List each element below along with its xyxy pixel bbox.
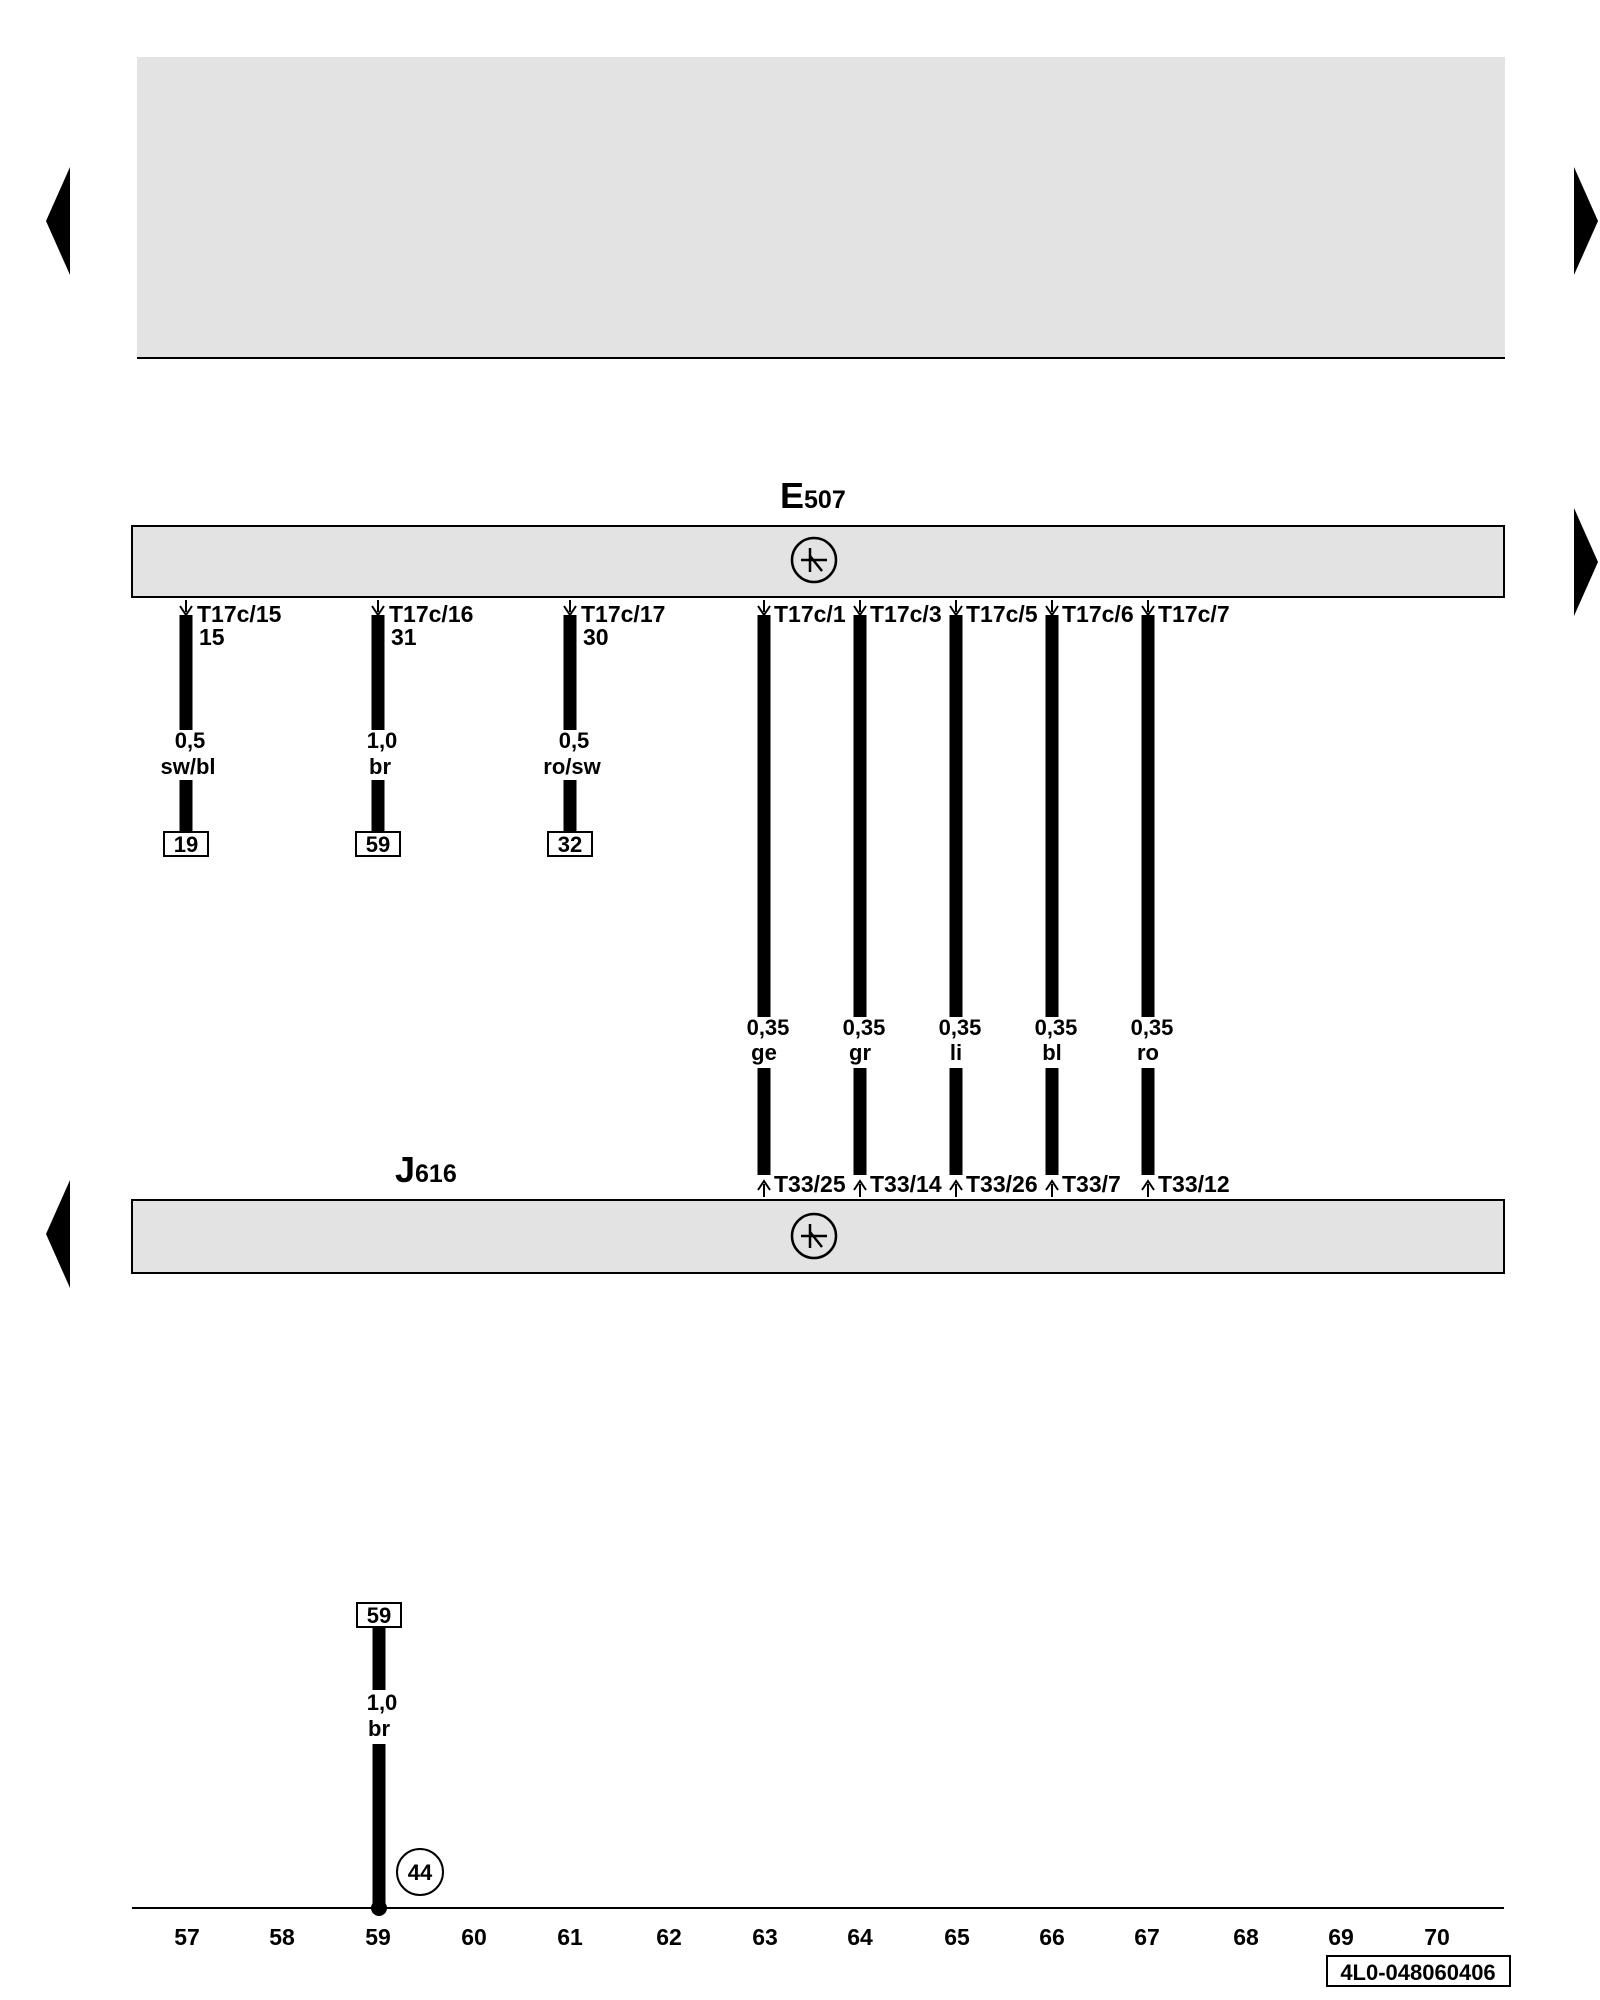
reference-box[interactable] bbox=[355, 831, 401, 857]
pin-label-bottom: T33/12 bbox=[1158, 1171, 1230, 1197]
electronic-symbol-icon bbox=[790, 1212, 838, 1260]
reference-number: 19 bbox=[174, 832, 198, 857]
grid-number: 70 bbox=[1424, 1924, 1450, 1950]
left-wire-1[interactable]: T17c/16 31 1,0 br 59 bbox=[355, 600, 473, 857]
ground-point-number: 44 bbox=[408, 1860, 433, 1885]
wire-color: sw/bl bbox=[160, 754, 215, 779]
wire-gauge: 0,35 bbox=[1131, 1015, 1174, 1040]
pin-label: T17c/16 bbox=[389, 601, 473, 627]
grid-number: 69 bbox=[1328, 1924, 1354, 1950]
terminal-label: 15 bbox=[199, 624, 225, 650]
grid-number: 59 bbox=[365, 1924, 391, 1950]
diagram-code: 4L0-048060406 bbox=[1340, 1960, 1495, 1985]
wire-color: bl bbox=[1042, 1040, 1062, 1065]
grid-number: 68 bbox=[1233, 1924, 1259, 1950]
wire-color: br bbox=[369, 754, 391, 779]
reference-number: 59 bbox=[366, 832, 390, 857]
reference-number: 59 bbox=[367, 1603, 391, 1628]
prev-page-arrow-top[interactable] bbox=[46, 167, 70, 275]
grid-number: 63 bbox=[752, 1924, 778, 1950]
wire-gauge: 0,5 bbox=[175, 728, 206, 753]
prev-page-arrow-bottom[interactable] bbox=[46, 1180, 70, 1288]
pin-label-top: T17c/6 bbox=[1062, 601, 1134, 627]
grid-number: 60 bbox=[461, 1924, 487, 1950]
left-wire-0[interactable]: T17c/15 15 0,5 sw/bl 19 bbox=[160, 600, 282, 857]
grid-number: 66 bbox=[1039, 1924, 1065, 1950]
wire-gauge: 0,35 bbox=[1035, 1015, 1078, 1040]
component-box-e507[interactable] bbox=[131, 525, 1505, 598]
wire-color: ro/sw bbox=[543, 754, 601, 779]
wire-gauge: 0,35 bbox=[939, 1015, 982, 1040]
grid-number: 62 bbox=[656, 1924, 682, 1950]
pin-label-top: T17c/7 bbox=[1158, 601, 1230, 627]
next-page-arrow-mid[interactable] bbox=[1574, 508, 1598, 616]
wire-color: br bbox=[368, 1716, 390, 1741]
grid-number: 57 bbox=[174, 1924, 200, 1950]
wire-color: gr bbox=[849, 1040, 871, 1065]
wire-gauge: 1,0 bbox=[367, 1690, 398, 1715]
pin-label-bottom: T33/26 bbox=[966, 1171, 1038, 1197]
component-label-e507: E507 bbox=[780, 475, 846, 516]
ground-point-circle[interactable] bbox=[396, 1848, 444, 1896]
wire-color: ro bbox=[1137, 1040, 1159, 1065]
wire-color: li bbox=[950, 1040, 962, 1065]
grid-number: 61 bbox=[557, 1924, 583, 1950]
wire-gauge: 1,0 bbox=[367, 728, 398, 753]
pin-label: T17c/15 bbox=[197, 601, 282, 627]
pin-label-top: T17c/5 bbox=[966, 601, 1038, 627]
header-panel bbox=[137, 57, 1505, 357]
diagram-code-box bbox=[1326, 1955, 1511, 1987]
reference-number: 32 bbox=[558, 832, 582, 857]
pin-label-bottom: T33/7 bbox=[1062, 1171, 1121, 1197]
bus-wire-4[interactable]: T17c/7 0,35 ro T33/12 bbox=[1131, 600, 1230, 1197]
grid-number: 67 bbox=[1134, 1924, 1160, 1950]
next-page-arrow-top[interactable] bbox=[1574, 167, 1598, 275]
bus-wire-2[interactable]: T17c/5 0,35 li T33/26 bbox=[939, 600, 1038, 1197]
pin-label-top: T17c/3 bbox=[870, 601, 942, 627]
component-label-j616: J616 bbox=[395, 1149, 457, 1190]
electronic-symbol-icon bbox=[790, 536, 838, 584]
wire-color: ge bbox=[751, 1040, 777, 1065]
terminal-label: 30 bbox=[583, 624, 609, 650]
grid-number-row: 57 58 59 60 61 62 63 64 65 66 67 68 69 7… bbox=[174, 1924, 1450, 1950]
bus-wire-3[interactable]: T17c/6 0,35 bl T33/7 bbox=[1035, 600, 1134, 1197]
reference-box[interactable] bbox=[163, 831, 209, 857]
wire-gauge: 0,35 bbox=[747, 1015, 790, 1040]
pin-label: T17c/17 bbox=[581, 601, 665, 627]
wire-gauge: 0,5 bbox=[559, 728, 590, 753]
reference-box[interactable] bbox=[356, 1602, 402, 1628]
pin-label-top: T17c/1 bbox=[774, 601, 846, 627]
grid-number: 58 bbox=[269, 1924, 295, 1950]
ground-wire[interactable]: 59 1,0 br 44 bbox=[356, 1602, 444, 1916]
bus-wire-0[interactable]: T17c/1 0,35 ge T33/25 bbox=[747, 600, 846, 1197]
terminal-label: 31 bbox=[391, 624, 417, 650]
grid-number: 64 bbox=[847, 1924, 873, 1950]
reference-box[interactable] bbox=[547, 831, 593, 857]
left-wire-2[interactable]: T17c/17 30 0,5 ro/sw 32 bbox=[543, 600, 665, 857]
grid-number: 65 bbox=[944, 1924, 970, 1950]
bus-wire-1[interactable]: T17c/3 0,35 gr T33/14 bbox=[843, 600, 942, 1197]
wire-gauge: 0,35 bbox=[843, 1015, 886, 1040]
pin-label-bottom: T33/25 bbox=[774, 1171, 846, 1197]
pin-label-bottom: T33/14 bbox=[870, 1171, 942, 1197]
